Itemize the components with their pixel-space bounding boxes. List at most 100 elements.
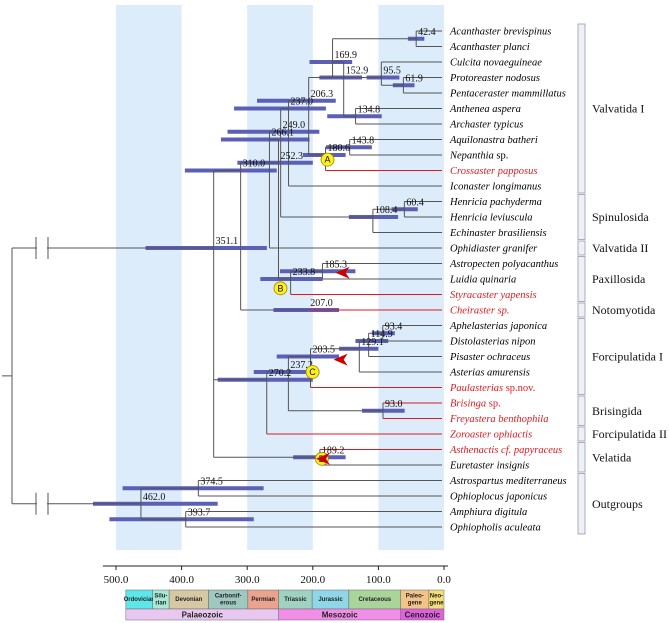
hpd-bar xyxy=(220,137,310,142)
node-age-label: 310.0 xyxy=(243,159,266,170)
node-age-label: 93.0 xyxy=(385,399,403,410)
node-age-label: 60.4 xyxy=(406,197,424,208)
taxon-name: Asterias amurensis xyxy=(449,368,530,379)
period-label: Ordovician xyxy=(124,597,156,603)
axis-tick-label: 300.0 xyxy=(235,574,260,586)
taxon-name: Culcita novaeguineae xyxy=(450,58,542,69)
taxon-label: Cheiraster sp. xyxy=(450,306,510,317)
node-age-label: 42.4 xyxy=(418,27,436,38)
hpd-bar xyxy=(309,60,353,64)
group-label: Velatida xyxy=(592,450,632,464)
hpd-bar xyxy=(366,75,400,80)
group-label: Valvatida II xyxy=(592,241,648,255)
calibration-marker-label: C xyxy=(309,367,316,377)
node-age-label: 152.9 xyxy=(346,66,369,77)
taxon-label: Archaster typicus xyxy=(449,120,523,131)
taxon-label: Nepanthia sp. xyxy=(449,151,508,162)
taxon-name: Nepanthia xyxy=(449,151,494,162)
period-label: gene xyxy=(429,601,444,607)
node-age-label: 61.9 xyxy=(405,73,423,84)
taxon-name: Amphiura digitula xyxy=(449,507,527,518)
axis-tick-label: 0.0 xyxy=(437,574,451,586)
group-bracket xyxy=(577,473,586,535)
node-age-label: 180.6 xyxy=(328,143,351,154)
taxon-name: Acanthaster planci xyxy=(449,42,530,53)
taxon-suffix: sp. xyxy=(494,151,509,162)
taxon-name: Styracaster yapensis xyxy=(450,290,537,301)
node-age-label: 108.4 xyxy=(375,205,398,216)
calibration-marker xyxy=(305,365,320,379)
taxon-name: Distolasterias nipon xyxy=(449,337,535,348)
taxon-name: Cheiraster sp. xyxy=(450,306,510,317)
taxon-name: Pentaceraster mammillatus xyxy=(449,89,566,100)
taxon-name: Asthenactis cf. papyraceus xyxy=(449,445,562,456)
era-label: Cenozoic xyxy=(405,611,441,620)
axis-tick-label: 400.0 xyxy=(169,574,194,586)
taxon-label: Pentaceraster mammillatus xyxy=(449,89,566,100)
group-bracket xyxy=(577,426,586,442)
group-bracket xyxy=(577,442,586,473)
period-label: Silu- xyxy=(154,594,167,600)
taxon-label: Freyastera benthophila xyxy=(449,414,548,425)
taxon-name: Henricia pachyderma xyxy=(449,197,542,208)
taxon-name: Pisaster ochraceus xyxy=(449,352,530,363)
period-label: gene xyxy=(408,601,423,607)
node-age-label: 462.0 xyxy=(143,492,166,503)
taxon-name: Archaster typicus xyxy=(449,120,523,131)
taxon-name: Astropecten polyacanthus xyxy=(449,259,558,270)
node-age-label: 169.9 xyxy=(335,50,358,61)
taxon-name: Crossaster papposus xyxy=(450,166,537,177)
group-label: Spinulosida xyxy=(592,210,649,224)
hpd-bar xyxy=(355,339,389,343)
taxon-label: Luidia quinaria xyxy=(449,275,516,286)
node-age-label: 93.4 xyxy=(385,321,403,332)
taxon-label: Distolasterias nipon xyxy=(449,337,535,348)
taxon-name: Protoreaster nodosus xyxy=(449,73,540,84)
taxon-label: Henricia leviuscula xyxy=(449,213,533,224)
node-age-label: 114.9 xyxy=(371,329,393,340)
calibration-marker xyxy=(273,281,288,296)
taxon-label: Anthenea aspera xyxy=(449,104,521,115)
hpd-bar xyxy=(371,331,395,336)
node-age-label: 351.1 xyxy=(216,236,239,247)
period-label: Permian xyxy=(251,597,275,603)
node-age-label: 233.8 xyxy=(293,267,316,278)
node-age-label: 237.2 xyxy=(290,360,313,371)
time-band xyxy=(116,5,182,550)
hpd-bar xyxy=(260,277,323,281)
taxon-label: Ophidiaster granifer xyxy=(450,244,538,255)
node-age-label: 185.3 xyxy=(324,259,347,270)
era-box xyxy=(400,608,445,621)
group-bracket xyxy=(577,395,586,426)
taxon-label: Asterias amurensis xyxy=(449,368,530,379)
taxon-label: Brisinga sp. xyxy=(450,399,501,410)
taxon-name: Ophioplocus japonicus xyxy=(450,492,547,503)
node-age-label: 374.5 xyxy=(200,476,223,487)
group-label: Valvatida I xyxy=(592,102,644,116)
taxon-label: Ophiopholis aculeata xyxy=(450,523,541,534)
node-age-label: 270.2 xyxy=(269,368,292,379)
node-age-label: 252.3 xyxy=(280,151,303,162)
node-age-label: 266.1 xyxy=(271,128,294,139)
calibration-marker-label: B xyxy=(277,283,283,293)
taxon-name: Ophiopholis aculeata xyxy=(450,523,541,534)
taxon-label: Euretaster insignis xyxy=(449,461,529,472)
node-age-label: 129.1 xyxy=(361,337,384,348)
node-age-labels: 42.461.995.5169.9134.8152.9143.8180.6206… xyxy=(143,27,436,519)
taxon-label: Amphiura digitula xyxy=(449,507,527,518)
geologic-timescale: OrdovicianSilu-rianDevonianCarbonif-erou… xyxy=(124,589,445,621)
group-bracket xyxy=(577,194,586,240)
group-bracket xyxy=(577,318,586,395)
hpd-bar xyxy=(348,215,399,219)
tree-branches xyxy=(140,30,442,528)
period-label: Cretaceous xyxy=(358,597,391,603)
period-label: Jurassic xyxy=(318,597,343,603)
taxon-name: Astrospartus mediterraneus xyxy=(449,476,567,487)
taxon-suffix: sp.nov. xyxy=(503,383,535,394)
taxon-label: Acanthaster planci xyxy=(449,42,530,53)
group-bracket xyxy=(577,23,586,194)
taxon-label: Pisaster ochraceus xyxy=(449,352,530,363)
taxon-name: Ophidiaster granifer xyxy=(450,244,538,255)
